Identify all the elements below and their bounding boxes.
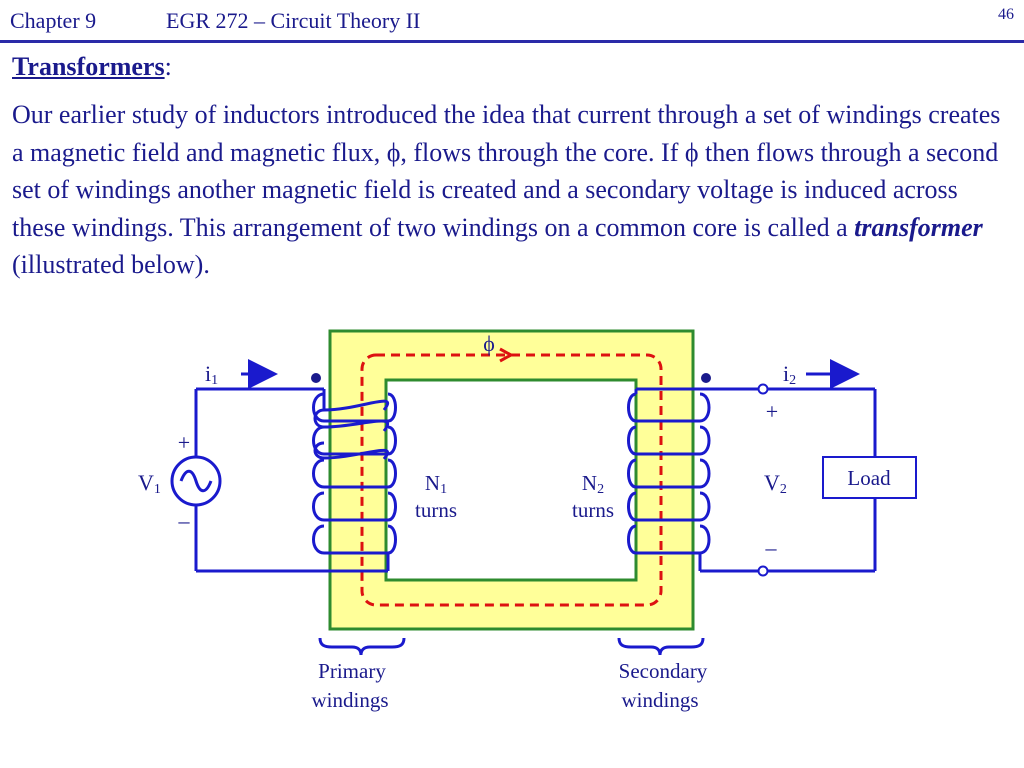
n1-turns: turns <box>415 498 457 522</box>
sine-wave-icon <box>179 469 213 493</box>
primary-loop <box>312 425 397 456</box>
v1-label: V1 <box>138 470 161 497</box>
slide-title: Transformers <box>12 52 165 81</box>
v2-minus: – <box>765 535 778 560</box>
primary-coil <box>313 399 390 460</box>
primary-circuit <box>194 387 390 573</box>
flux-path <box>360 353 663 607</box>
primary-polarity-dot <box>311 373 321 383</box>
slide-title-line: Transformers: <box>12 52 172 82</box>
v2-plus: + <box>766 399 778 424</box>
n2-turns: turns <box>572 498 614 522</box>
load-label: Load <box>847 466 891 490</box>
paragraph-emphasis: transformer <box>854 212 983 242</box>
paragraph-text-before: Our earlier study of inductors introduce… <box>12 100 1001 242</box>
n1-label: N1 <box>425 471 447 497</box>
secondary-circuit <box>636 387 877 573</box>
primary-loop <box>312 524 397 555</box>
secondary-brace-icon <box>617 637 705 656</box>
course-title: EGR 272 – Circuit Theory II <box>166 8 421 33</box>
i2-label: i2 <box>783 361 796 388</box>
slide-header: Chapter 9 EGR 272 – Circuit Theory II 46 <box>0 0 1024 44</box>
secondary-loop <box>627 491 711 522</box>
ac-source <box>170 455 222 507</box>
primary-windings-label-line1: Primary <box>318 659 386 683</box>
secondary-bottom-terminal <box>757 565 769 577</box>
body-paragraph: Our earlier study of inductors introduce… <box>12 96 1012 284</box>
secondary-winding-loops <box>627 389 711 571</box>
primary-winding-loops <box>312 389 397 573</box>
primary-loop <box>312 491 397 522</box>
secondary-loop <box>627 524 711 555</box>
secondary-loop <box>627 458 711 489</box>
secondary-top-terminal <box>757 383 769 395</box>
primary-brace-icon <box>318 637 406 656</box>
secondary-loop <box>627 425 711 456</box>
primary-loop <box>312 458 397 489</box>
header-divider <box>0 40 1024 43</box>
flux-label: ϕ <box>483 331 495 356</box>
v2-label: V2 <box>764 470 787 497</box>
secondary-loop <box>627 392 711 423</box>
primary-loop <box>312 392 397 423</box>
i1-label: i1 <box>205 361 218 388</box>
paragraph-text-after: (illustrated below). <box>12 250 210 279</box>
title-colon: : <box>164 52 172 81</box>
secondary-windings-label-line2: windings <box>621 688 698 712</box>
v1-minus: – <box>178 508 191 533</box>
load-box <box>822 456 917 499</box>
transformer-core <box>328 329 695 631</box>
secondary-windings-label-line1: Secondary <box>619 659 708 683</box>
flux-arrow-icon <box>499 347 515 363</box>
n2-label: N2 <box>582 471 604 497</box>
v1-plus: + <box>178 430 190 455</box>
page-number: 46 <box>998 6 1014 23</box>
secondary-polarity-dot <box>701 373 711 383</box>
primary-windings-label-line2: windings <box>311 688 388 712</box>
chapter-label: Chapter 9 <box>10 8 97 33</box>
